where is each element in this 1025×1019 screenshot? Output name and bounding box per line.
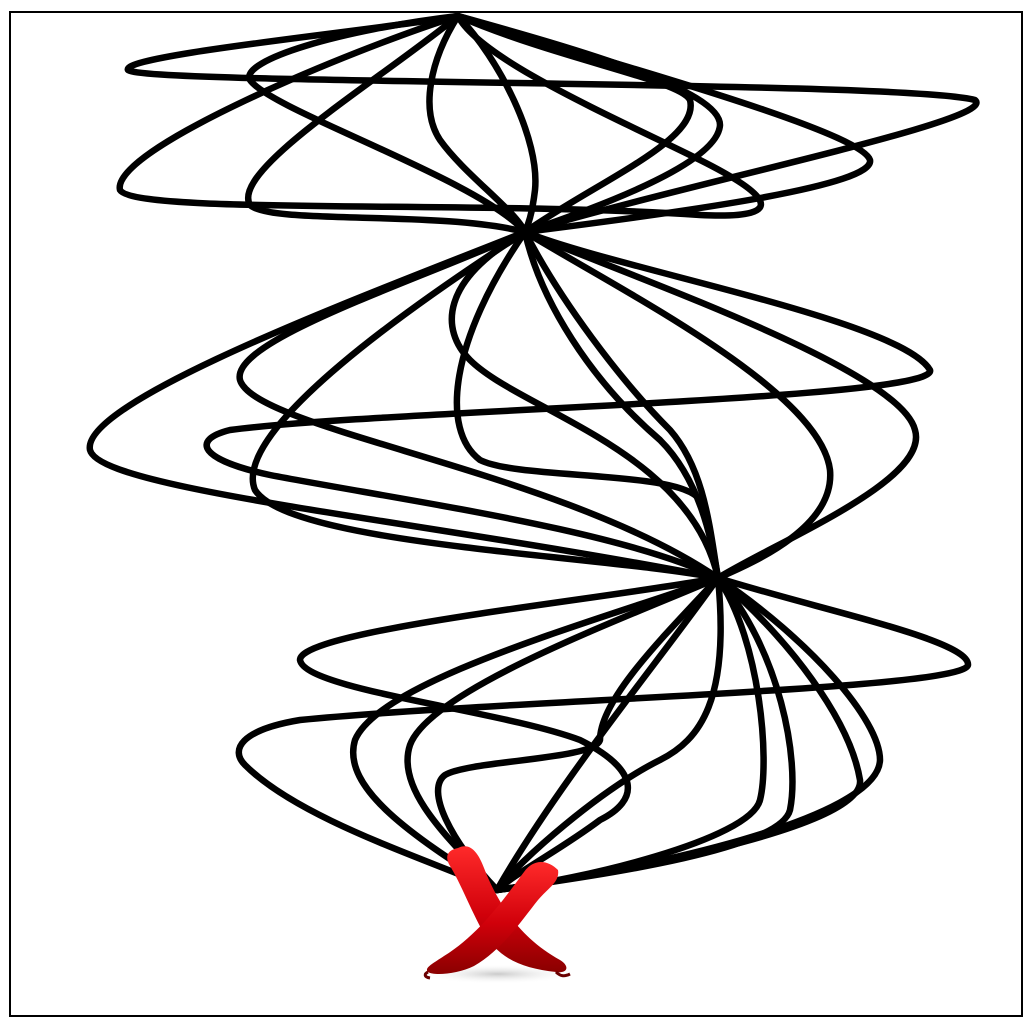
top-knot (120, 16, 977, 232)
red-x-icon (410, 838, 585, 988)
middle-knot (90, 232, 930, 578)
path-top-8 (458, 16, 870, 232)
bottom-knot (239, 578, 968, 890)
path-mid-2 (207, 232, 931, 578)
